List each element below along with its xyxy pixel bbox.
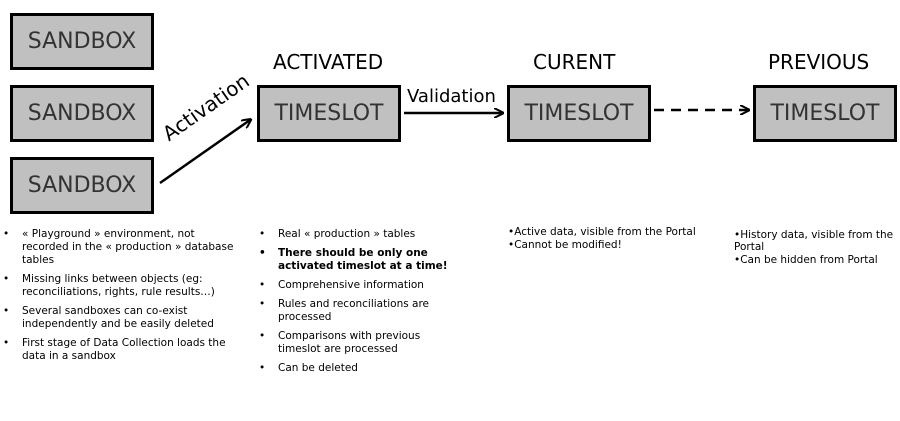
list-item: •First stage of Data Collection loads th… — [3, 337, 226, 362]
list-item: •Rules and reconciliations are processed — [259, 298, 430, 323]
sandbox-label: SANDBOX — [27, 101, 137, 126]
sandbox-box-1: SANDBOX — [10, 13, 154, 70]
activated-header: ACTIVATED — [273, 50, 384, 74]
list-item: •Several sandboxes can co-exist independ… — [3, 305, 214, 330]
list-item: •Can be deleted — [259, 362, 358, 374]
previous-notes: •History data, visible from the Portal •… — [734, 229, 900, 267]
validation-label: Validation — [407, 86, 496, 107]
previous-header: PREVIOUS — [768, 50, 870, 74]
list-item: •History data, visible from the Portal — [734, 229, 894, 253]
sandbox-notes: •« Playground » environment, not recorde… — [0, 228, 235, 369]
timeslot-label: TIMESLOT — [524, 101, 634, 126]
list-item: •Active data, visible from the Portal — [508, 226, 696, 238]
current-header: CURENT — [533, 50, 616, 74]
previous-timeslot-box: TIMESLOT — [753, 85, 897, 142]
list-item: •Comparisons with previous timeslot are … — [259, 330, 421, 355]
sandbox-box-3: SANDBOX — [10, 157, 154, 214]
timeslot-label: TIMESLOT — [770, 101, 880, 126]
activated-notes: •Real « production » tables •There shoul… — [256, 228, 456, 381]
timeslot-label: TIMESLOT — [274, 101, 384, 126]
list-item: •Can be hidden from Portal — [734, 254, 878, 266]
list-item: •Comprehensive information — [259, 279, 424, 291]
current-timeslot-box: TIMESLOT — [507, 85, 651, 142]
list-item: •« Playground » environment, not recorde… — [3, 228, 234, 266]
current-notes: •Active data, visible from the Portal •C… — [508, 226, 698, 252]
activated-timeslot-box: TIMESLOT — [257, 85, 401, 142]
sandbox-box-2: SANDBOX — [10, 85, 154, 142]
list-item: •There should be only one activated time… — [259, 247, 448, 272]
sandbox-label: SANDBOX — [27, 29, 137, 54]
sandbox-label: SANDBOX — [27, 173, 137, 198]
list-item: •Real « production » tables — [259, 228, 416, 240]
list-item: •Cannot be modified! — [508, 239, 622, 251]
list-item: •Missing links between objects (eg: reco… — [3, 273, 215, 298]
activation-arrow — [159, 120, 250, 185]
